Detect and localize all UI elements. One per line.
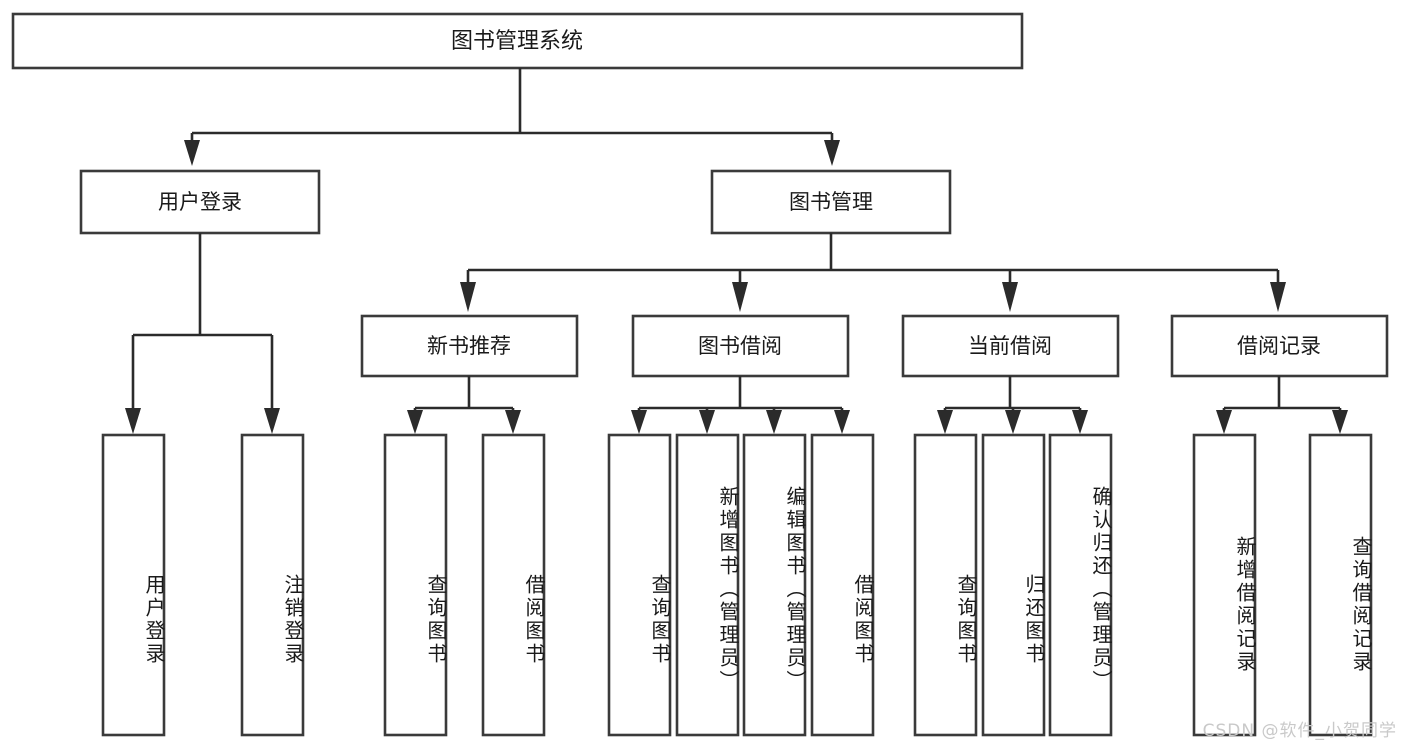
arrow-head-icon bbox=[1216, 410, 1232, 434]
leaf-confirm-return-box[interactable] bbox=[1048, 433, 1113, 737]
node-new-book-recommend-box[interactable] bbox=[360, 314, 579, 378]
leaf-return-book-box[interactable] bbox=[981, 433, 1046, 737]
arrow-head-icon bbox=[1005, 410, 1021, 434]
node-new-book-recommend[interactable]: 新书推荐 bbox=[360, 314, 579, 378]
leaf-borrow-book-1-box[interactable] bbox=[481, 433, 546, 737]
arrow-head-icon bbox=[1270, 282, 1286, 312]
node-root-label: 图书管理系统 bbox=[451, 29, 583, 54]
arrow-head-icon bbox=[460, 282, 476, 312]
leaf-user-login-box[interactable] bbox=[101, 433, 166, 737]
arrow-head-icon bbox=[766, 410, 782, 434]
node-borrow-record-label: 借阅记录 bbox=[1237, 334, 1321, 358]
leaf-add-book-box[interactable] bbox=[675, 433, 740, 737]
arrow-head-icon bbox=[505, 410, 521, 434]
arrow-head-icon bbox=[732, 282, 748, 312]
node-new-book-recommend-label: 新书推荐 bbox=[427, 334, 511, 358]
node-book-borrow-label: 图书借阅 bbox=[698, 334, 782, 358]
node-root[interactable]: 图书管理系统 bbox=[11, 12, 1024, 70]
leaf-query-book-1-box[interactable] bbox=[383, 433, 448, 737]
node-borrow-record[interactable]: 借阅记录 bbox=[1170, 314, 1389, 378]
arrow-head-icon bbox=[834, 410, 850, 434]
connector-root-to-level2 bbox=[184, 68, 840, 166]
arrow-head-icon bbox=[1072, 410, 1088, 434]
arrow-head-icon bbox=[824, 140, 840, 166]
node-user-login-label: 用户登录 bbox=[158, 190, 242, 214]
leaf-query-book-2-box[interactable] bbox=[607, 433, 672, 737]
connector-user-login-to-leaves bbox=[125, 233, 280, 434]
leaf-query-record-box[interactable] bbox=[1308, 433, 1373, 737]
watermark: CSDN @软件_小贺同学 bbox=[1202, 721, 1397, 741]
leaf-query-book-3-box[interactable] bbox=[913, 433, 978, 737]
leaf-add-record-box[interactable] bbox=[1192, 433, 1257, 737]
arrow-head-icon bbox=[125, 408, 141, 434]
leaf-borrow-book-2-box[interactable] bbox=[810, 433, 875, 737]
connector-book-borrow-to-leaves bbox=[631, 376, 850, 434]
arrow-head-icon bbox=[631, 410, 647, 434]
arrow-head-icon bbox=[1002, 282, 1018, 312]
arrow-head-icon bbox=[264, 408, 280, 434]
node-current-borrow-label: 当前借阅 bbox=[968, 334, 1052, 358]
connector-current-borrow-to-leaves bbox=[937, 376, 1088, 434]
arrow-head-icon bbox=[1332, 410, 1348, 434]
node-user-login[interactable]: 用户登录 bbox=[79, 169, 321, 235]
arrow-head-icon bbox=[937, 410, 953, 434]
connector-book-management-to-level3 bbox=[460, 233, 1286, 312]
leaf-user-logout-box[interactable] bbox=[240, 433, 305, 737]
node-current-borrow[interactable]: 当前借阅 bbox=[901, 314, 1120, 378]
connector-borrow-record-to-leaves bbox=[1216, 376, 1348, 434]
connector-new-book-recommend-to-leaves bbox=[407, 376, 521, 434]
arrow-head-icon bbox=[184, 140, 200, 166]
node-book-borrow[interactable]: 图书借阅 bbox=[631, 314, 850, 378]
node-book-management[interactable]: 图书管理 bbox=[710, 169, 952, 235]
node-book-management-label: 图书管理 bbox=[789, 190, 873, 214]
node-current-borrow-box[interactable] bbox=[901, 314, 1120, 378]
node-root-box[interactable] bbox=[11, 12, 1024, 70]
node-user-login-box[interactable] bbox=[79, 169, 321, 235]
arrow-head-icon bbox=[407, 410, 423, 434]
leaf-edit-book-box[interactable] bbox=[742, 433, 807, 737]
arrow-head-icon bbox=[699, 410, 715, 434]
